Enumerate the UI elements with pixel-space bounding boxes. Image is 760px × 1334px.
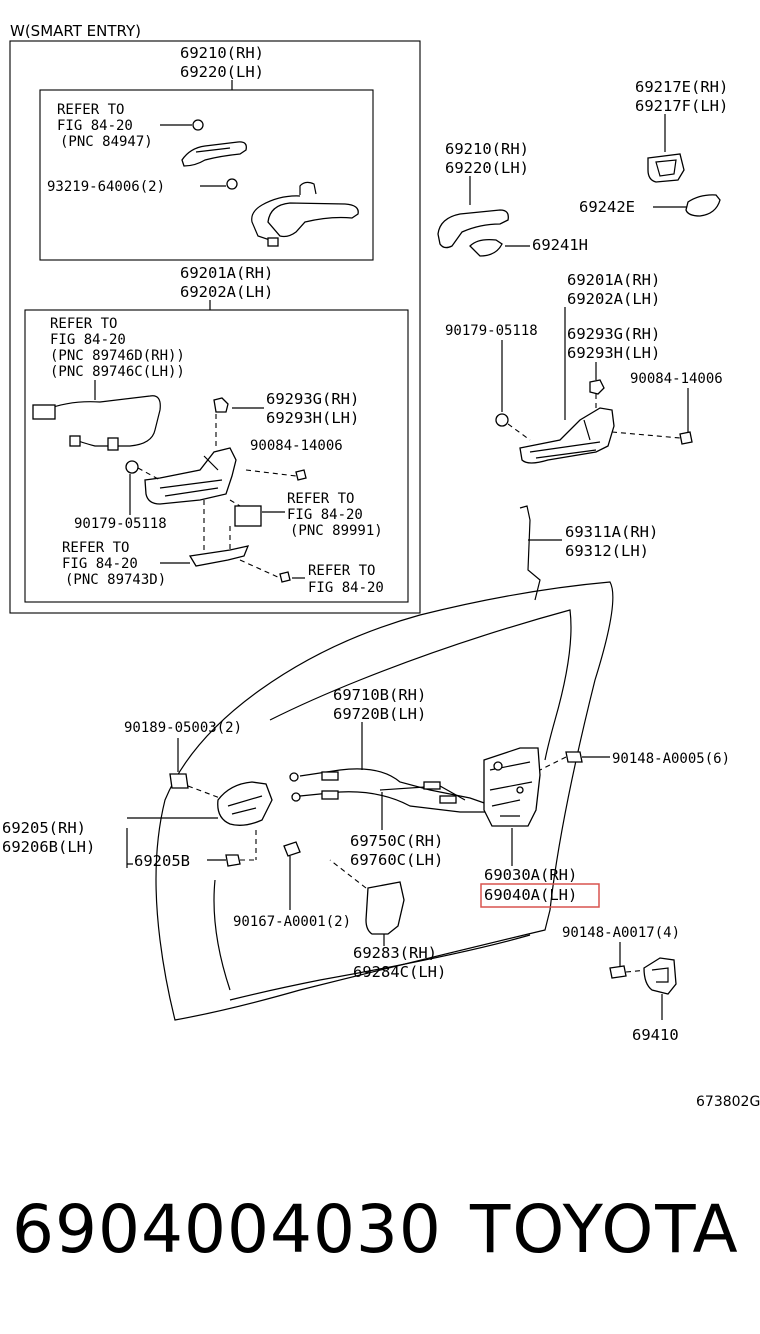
smart-entry-frame bbox=[9, 40, 421, 614]
lock-cable-lower bbox=[299, 791, 485, 813]
smart-handle-cover bbox=[181, 141, 247, 167]
refer-note-2-line3: (PNC 89746D(RH)) bbox=[50, 348, 185, 364]
part-label-69210-rh: 69210(RH) bbox=[180, 44, 264, 62]
refer-note-1-line3: (PNC 84947) bbox=[60, 134, 153, 150]
clip-label-90179: 90179-05118 bbox=[74, 516, 167, 532]
refer-note-4-line1: REFER TO bbox=[62, 540, 129, 556]
part-label-69030a-rh: 69030A(RH) bbox=[484, 866, 577, 884]
bolt-label-90084-right: 90084-14006 bbox=[630, 371, 723, 387]
screw-label-90148-a0005: 90148-A0005(6) bbox=[612, 751, 730, 767]
door-lock-assembly bbox=[483, 747, 541, 827]
screw-label-93219: 93219-64006(2) bbox=[47, 179, 165, 195]
refer-note-5-line1: REFER TO bbox=[308, 563, 375, 579]
part-label-69312-lh: 69312(LH) bbox=[565, 542, 649, 560]
part-label-69293g-rh-right: 69293G(RH) bbox=[567, 325, 660, 343]
clip-label-90189: 90189-05003(2) bbox=[124, 720, 242, 736]
part-label-69293g-rh: 69293G(RH) bbox=[266, 390, 359, 408]
part-label-69217e-rh: 69217E(RH) bbox=[635, 78, 728, 96]
highlight-box-69040a bbox=[480, 883, 600, 908]
clip-label-90179-right: 90179-05118 bbox=[445, 323, 538, 339]
part-label-69206b-lh: 69206B(LH) bbox=[2, 838, 95, 856]
part-label-69283-rh: 69283(RH) bbox=[353, 944, 437, 962]
part-label-69242e: 69242E bbox=[579, 198, 635, 216]
smart-entry-header: W(SMART ENTRY) bbox=[10, 22, 141, 40]
part-label-69293h-lh-right: 69293H(LH) bbox=[567, 344, 660, 362]
part-label-69202a-lh-right: 69202A(LH) bbox=[567, 290, 660, 308]
lock-cable-upper bbox=[299, 768, 491, 806]
smart-outer-handle bbox=[267, 202, 359, 238]
refer-note-5-line2: FIG 84-20 bbox=[308, 580, 384, 596]
outer-handle-frame bbox=[519, 407, 615, 464]
lock-cover-bracket bbox=[365, 881, 405, 935]
key-cylinder-cover bbox=[647, 153, 685, 183]
refer-note-4-line3: (PNC 89743D) bbox=[65, 572, 166, 588]
antenna-module bbox=[234, 505, 262, 527]
sensor-wire-harness bbox=[44, 395, 161, 447]
part-label-69750c-rh: 69750C(RH) bbox=[350, 832, 443, 850]
screw-label-90167: 90167-A0001(2) bbox=[233, 914, 351, 930]
part-label-69710b-rh: 69710B(RH) bbox=[333, 686, 426, 704]
part-label-69760c-lh: 69760C(LH) bbox=[350, 851, 443, 869]
brand-name: TOYOTA bbox=[470, 1191, 740, 1268]
bolt-label-90084: 90084-14006 bbox=[250, 438, 343, 454]
door-striker bbox=[643, 957, 677, 995]
screw-label-90148-a0017: 90148-A0017(4) bbox=[562, 925, 680, 941]
part-label-69220-lh: 69220(LH) bbox=[180, 63, 264, 81]
smart-handle-wire bbox=[251, 195, 301, 247]
refer-note-4-line2: FIG 84-20 bbox=[62, 556, 138, 572]
part-label-69040a-lh: 69040A(LH) bbox=[484, 886, 577, 904]
outer-door-handle bbox=[437, 209, 509, 249]
part-label-69311a-rh: 69311A(RH) bbox=[565, 523, 658, 541]
diagram-reference-code: 673802G bbox=[696, 1094, 760, 1110]
part-label-69241h: 69241H bbox=[532, 236, 588, 254]
part-label-69284c-lh: 69284C(LH) bbox=[353, 963, 446, 981]
refer-note-2-line4: (PNC 89746C(LH)) bbox=[50, 364, 185, 380]
seal-pad bbox=[188, 545, 250, 567]
key-cylinder-pad bbox=[685, 194, 721, 217]
handle-pad bbox=[469, 238, 503, 257]
refer-note-3-line3: (PNC 89991) bbox=[290, 523, 383, 539]
outer-handle-subframe bbox=[39, 89, 374, 261]
handle-frame-subframe bbox=[24, 309, 409, 603]
part-label-69220-lh-right: 69220(LH) bbox=[445, 159, 529, 177]
part-label-69201a-rh: 69201A(RH) bbox=[180, 264, 273, 282]
handle-frame bbox=[144, 447, 237, 505]
part-label-69202a-lh: 69202A(LH) bbox=[180, 283, 273, 301]
refer-note-2-line1: REFER TO bbox=[50, 316, 117, 332]
inside-handle bbox=[217, 781, 273, 826]
refer-note-3-line1: REFER TO bbox=[287, 491, 354, 507]
refer-note-1-line2: FIG 84-20 bbox=[57, 118, 133, 134]
part-label-69293h-lh: 69293H(LH) bbox=[266, 409, 359, 427]
part-label-69201a-rh-right: 69201A(RH) bbox=[567, 271, 660, 289]
part-label-69410: 69410 bbox=[632, 1026, 679, 1044]
part-label-69205b: 69205B bbox=[134, 852, 190, 870]
lock-rod bbox=[519, 505, 541, 601]
part-label-69205-rh: 69205(RH) bbox=[2, 819, 86, 837]
refer-note-1-line1: REFER TO bbox=[57, 102, 124, 118]
refer-note-3-line2: FIG 84-20 bbox=[287, 507, 363, 523]
part-label-69210-rh-right: 69210(RH) bbox=[445, 140, 529, 158]
part-label-69720b-lh: 69720B(LH) bbox=[333, 705, 426, 723]
part-label-69217f-lh: 69217F(LH) bbox=[635, 97, 728, 115]
part-number: 6904004030 bbox=[12, 1191, 442, 1268]
refer-note-2-line2: FIG 84-20 bbox=[50, 332, 126, 348]
